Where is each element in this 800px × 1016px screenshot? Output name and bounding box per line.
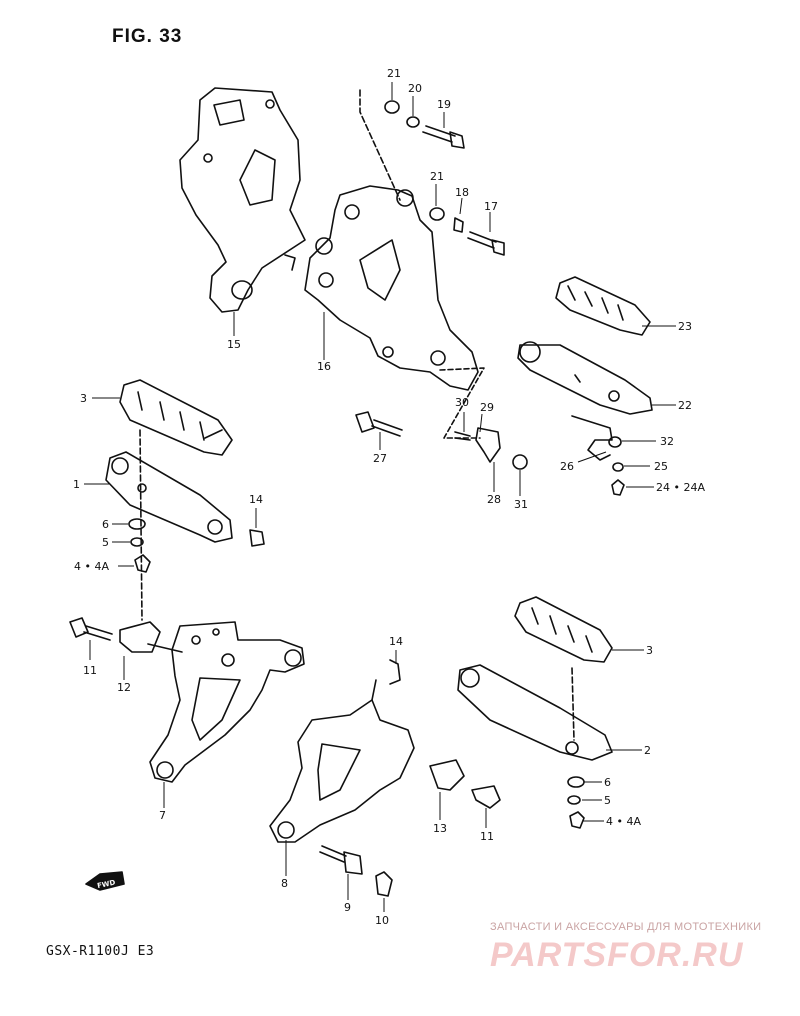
callout-label: 20 xyxy=(408,82,422,95)
footpeg-rubber-23 xyxy=(555,276,651,336)
callout-label: 14 xyxy=(389,635,403,648)
fwd-label: FWD xyxy=(97,878,117,890)
bracket-15 xyxy=(179,87,306,313)
footpeg-rubber-3-upper xyxy=(119,379,233,456)
callout-label: 29 xyxy=(480,401,494,414)
callout-label: 5 xyxy=(604,794,611,807)
callout-label: 25 xyxy=(654,460,668,473)
callout-label: 7 xyxy=(159,809,166,822)
callout-label: 19 xyxy=(437,98,451,111)
bolt-11-left xyxy=(69,617,183,653)
callout-label: 28 xyxy=(487,493,501,506)
callout-label: 13 xyxy=(433,822,447,835)
clamp-13-bolt-11-right xyxy=(429,759,501,809)
callout-label: 31 xyxy=(514,498,528,511)
callout-label: 4 • 4A xyxy=(606,815,641,828)
bracket-16 xyxy=(304,185,479,391)
callout-label: 21 xyxy=(430,170,444,183)
callout-label: 11 xyxy=(480,830,494,843)
callout-label: 6 xyxy=(102,518,109,531)
fasteners-lower xyxy=(319,845,393,897)
figure-title: FIG. 33 xyxy=(112,26,183,47)
fasteners-top xyxy=(359,89,505,256)
bracket-7 xyxy=(149,621,305,783)
watermark-caption: ЗАПЧАСТИ И АКСЕССУАРЫ ДЛЯ МОТОТЕХНИКИ xyxy=(490,921,762,933)
callout-label: 24 • 24A xyxy=(656,481,705,494)
callout-label: 17 xyxy=(484,200,498,213)
bracket-8 xyxy=(269,659,415,843)
footpeg-rubber-3-lower xyxy=(514,596,613,663)
callout-label: 4 • 4A xyxy=(74,560,109,573)
fasteners-center xyxy=(355,367,528,470)
callout-label: 16 xyxy=(317,360,331,373)
callout-label: 5 xyxy=(102,536,109,549)
callout-label: 3 xyxy=(80,392,87,405)
callout-label: 10 xyxy=(375,914,389,927)
callout-labels: 21 20 19 21 18 17 15 16 23 22 32 25 24 •… xyxy=(73,67,705,927)
callout-label: 15 xyxy=(227,338,241,351)
footpeg-holder-1 xyxy=(105,451,233,543)
watermark-logo: PARTSFOR.RU xyxy=(490,936,744,974)
callout-label: 22 xyxy=(678,399,692,412)
clip-26-32 xyxy=(571,415,625,496)
washers-right-lower xyxy=(567,776,585,829)
callout-label: 26 xyxy=(560,460,574,473)
callout-label: 2 xyxy=(644,744,651,757)
callout-label: 14 xyxy=(249,493,263,506)
callout-label: 23 xyxy=(678,320,692,333)
callout-label: 8 xyxy=(281,877,288,890)
footpeg-holder-2 xyxy=(457,664,613,761)
callout-label: 11 xyxy=(83,664,97,677)
footpeg-holder-22 xyxy=(517,341,653,415)
washers-left-upper xyxy=(128,429,265,621)
callout-label: 3 xyxy=(646,644,653,657)
callout-label: 12 xyxy=(117,681,131,694)
callout-label: 18 xyxy=(455,186,469,199)
callout-label: 1 xyxy=(73,478,80,491)
callout-label: 21 xyxy=(387,67,401,80)
leader-lines xyxy=(84,82,676,912)
callout-label: 27 xyxy=(373,452,387,465)
callout-label: 30 xyxy=(455,396,469,409)
callout-label: 32 xyxy=(660,435,674,448)
fwd-arrow-icon xyxy=(85,871,125,891)
callout-label: 9 xyxy=(344,901,351,914)
model-code: GSX-R1100J E3 xyxy=(46,944,155,959)
callout-label: 6 xyxy=(604,776,611,789)
